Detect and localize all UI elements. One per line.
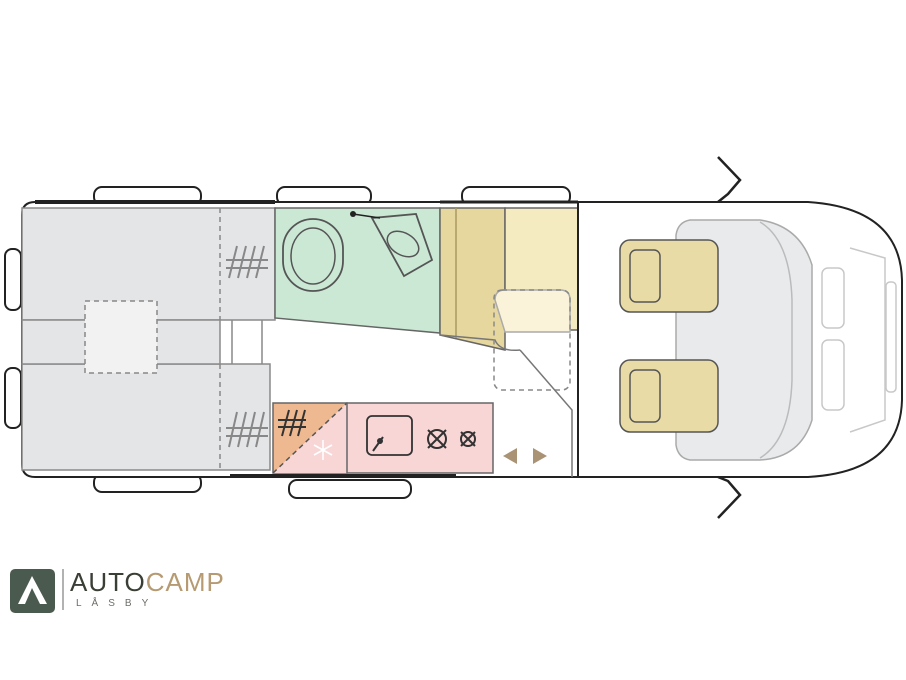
mountain-a-icon: [10, 569, 64, 613]
cab: [577, 156, 903, 519]
wardrobe-rail-icon: [226, 245, 268, 279]
brand-logo: AUTOCAMP LÅSBY: [70, 568, 225, 609]
arrow-right-icon: [533, 448, 547, 464]
cab-seats: [619, 239, 719, 433]
dinette-table-outline: [493, 289, 571, 391]
rear-lights: [4, 248, 22, 429]
dinette: [439, 207, 579, 477]
brand-subtitle: LÅSBY: [76, 598, 159, 609]
bathroom: [274, 207, 441, 334]
brand-name-part1: AUTO: [70, 567, 146, 597]
mirror-icon: [717, 156, 742, 519]
door-arrows: [503, 448, 547, 464]
brand-name: AUTOCAMP: [70, 568, 225, 596]
wardrobe-rail-icon: [226, 411, 268, 448]
arrow-left-icon: [503, 448, 517, 464]
burner-icon: [460, 431, 476, 447]
toilet-icon: [282, 218, 344, 292]
brand-name-part2: CAMP: [145, 567, 225, 597]
rear-bed: [21, 207, 276, 471]
wheels-bottom: [93, 473, 412, 499]
wheel-icon: [288, 479, 412, 499]
burner-icon: [427, 429, 447, 449]
rear-bed-hatch: [84, 300, 158, 374]
washbasin-icon: [370, 213, 434, 278]
kitchen: [272, 402, 494, 474]
wardrobe-rail-icon: [278, 409, 306, 437]
snowflake-icon: [313, 440, 333, 460]
